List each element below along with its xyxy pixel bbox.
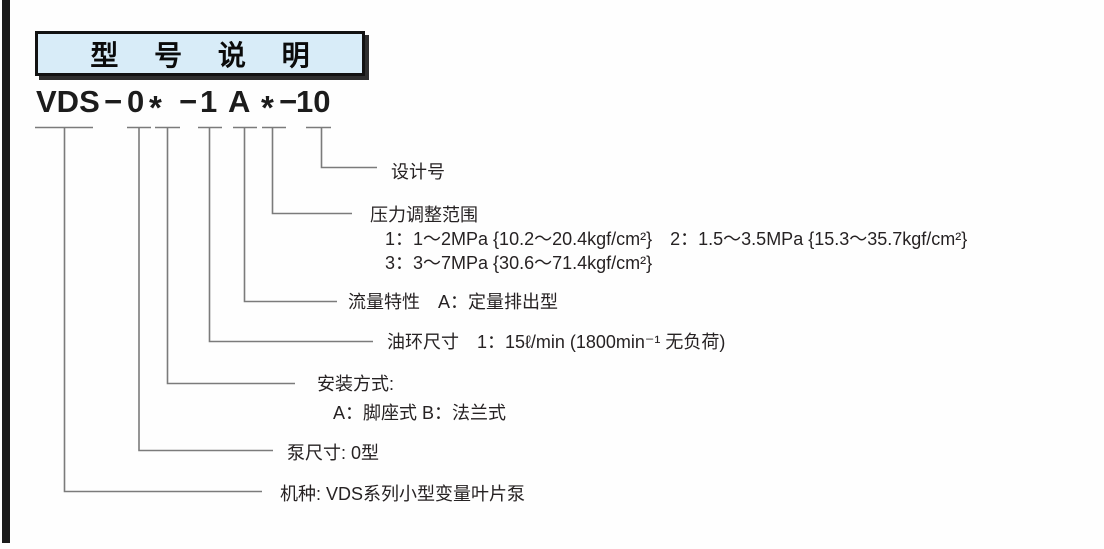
model-code-dash-2: −: [179, 84, 198, 119]
connector-pressure: [262, 126, 352, 215]
label-machine-type: 机种: VDS系列小型变量叶片泵: [280, 484, 526, 504]
model-code-ring-size: 1: [200, 84, 218, 119]
model-code-flow: A: [228, 84, 251, 119]
model-code-pump-size: 0: [127, 84, 145, 119]
label-ring-size: 油环尺寸 1：15ℓ/min (1800min⁻¹ 无负荷): [387, 332, 726, 352]
model-code-dash-3: −: [279, 84, 298, 119]
model-code-dash-1: −: [104, 84, 123, 119]
model-code-pressure-star: *: [261, 89, 274, 126]
label-mounting-options: A：脚座式 B：法兰式: [333, 403, 507, 423]
label-pressure-range-title: 压力调整范围: [370, 205, 478, 225]
label-pressure-range-line2: 3：3～7MPa {30.6～71.4kgf/cm²}: [385, 253, 653, 273]
connector-pump-size: [127, 126, 273, 452]
page-edge-bar: [2, 0, 10, 543]
label-mounting-title: 安装方式:: [317, 374, 395, 394]
connector-design-number: [306, 126, 377, 169]
label-design-number: 设计号: [391, 162, 445, 182]
connector-machine-type: [35, 126, 262, 493]
section-title-box: 型 号 说 明: [35, 31, 365, 76]
model-code-design-number: 10: [296, 84, 331, 119]
model-code-mounting-star: *: [149, 89, 162, 126]
connector-ring-size: [198, 126, 373, 343]
label-flow-characteristic: 流量特性 A：定量排出型: [348, 292, 559, 312]
connector-flow: [233, 126, 337, 303]
connector-mounting: [155, 126, 295, 385]
model-code-series: VDS: [36, 84, 100, 119]
section-title: 型 号 说 明: [90, 39, 324, 71]
label-pressure-range-line1: 1：1～2MPa {10.2～20.4kgf/cm²} 2：1.5～3.5MPa…: [385, 229, 968, 249]
label-pump-size: 泵尺寸: 0型: [287, 443, 380, 463]
